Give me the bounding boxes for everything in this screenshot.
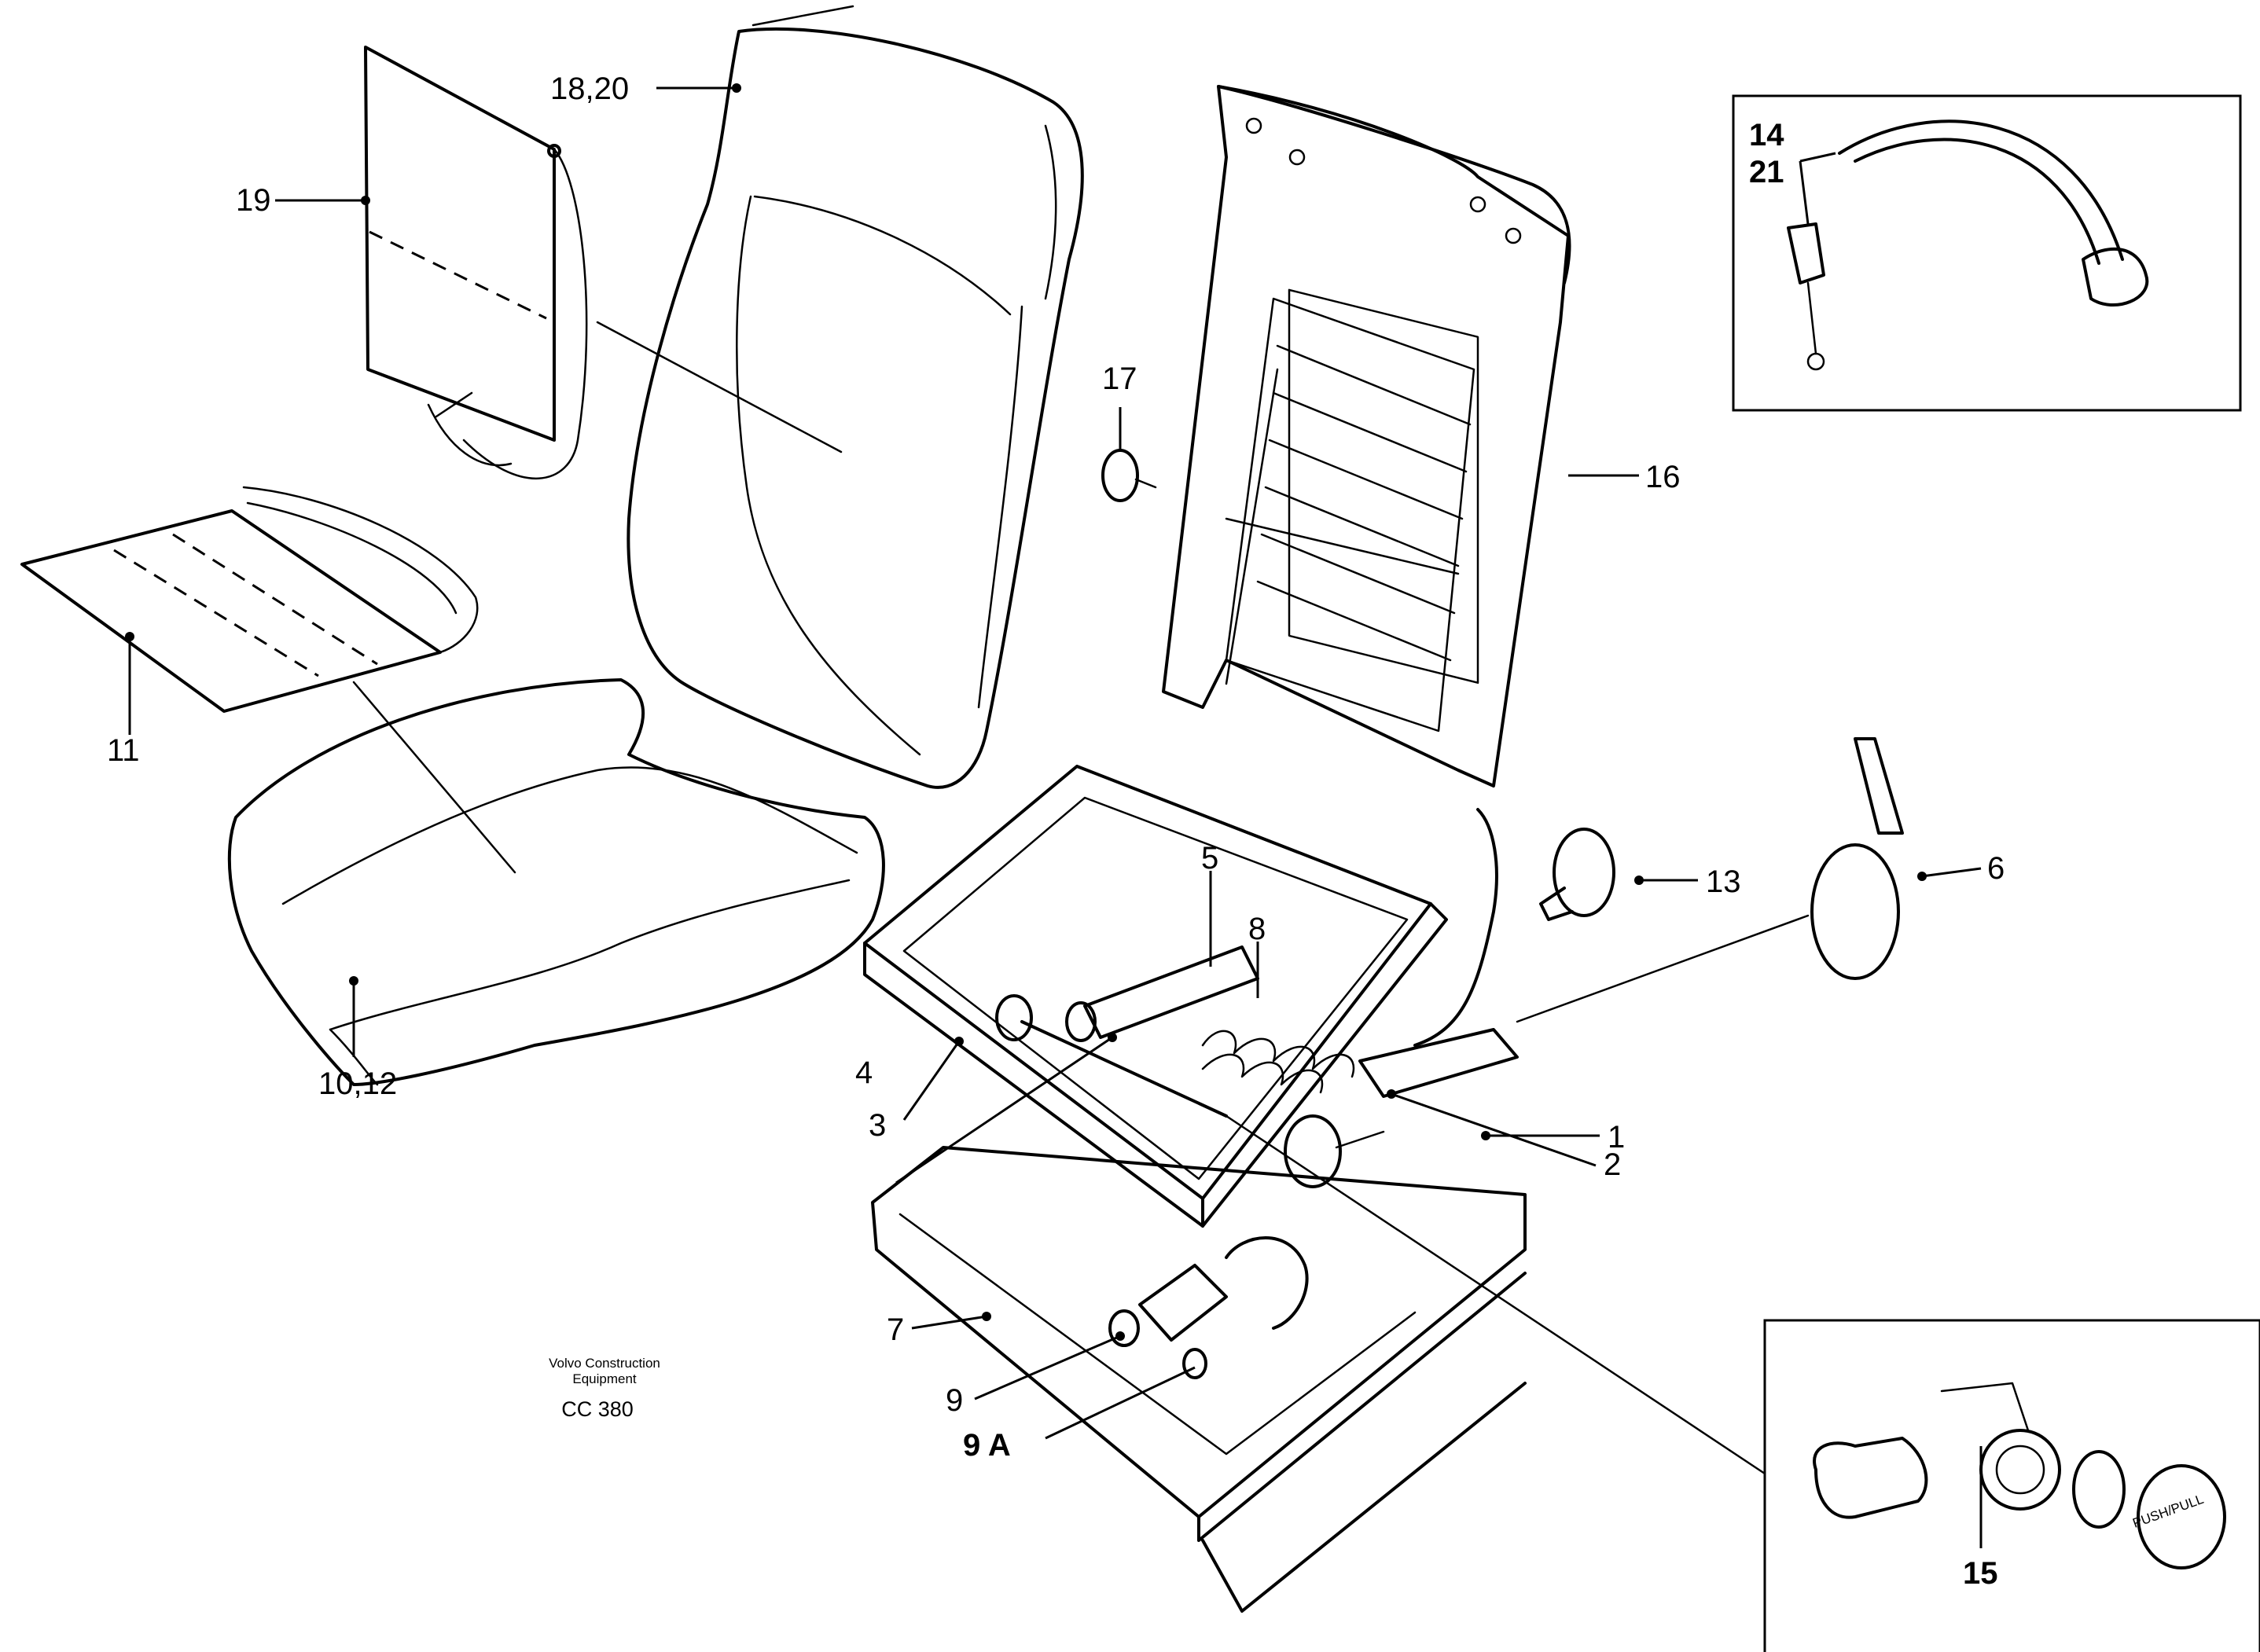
part-3-rod: [995, 994, 1228, 1118]
inset-seat-belt: [1732, 94, 2242, 412]
part-7-base: [871, 1146, 1527, 1613]
side-bracket: [1413, 808, 1498, 1047]
part-18-20-backrest-cushion: [627, 5, 1084, 789]
part-5-shock-absorber: [1065, 945, 1259, 1042]
belt-retractor: [2082, 248, 2149, 307]
part-2-handle: [1284, 1114, 1385, 1188]
part-17-knob: [1101, 449, 1157, 502]
figure-code: CC 380: [561, 1397, 634, 1421]
label-21: 21: [1749, 155, 1784, 189]
label-3: 3: [869, 1108, 886, 1143]
label-15: 15: [1963, 1556, 1998, 1591]
label-18-20: 18,20: [550, 72, 629, 106]
label-9: 9: [946, 1383, 963, 1418]
label-11: 11: [107, 733, 140, 768]
label-19: 19: [236, 183, 271, 218]
label-9a: 9 A: [963, 1428, 1011, 1463]
push-pull-knob: [2137, 1464, 2226, 1569]
part-11-seat-heating-pad: [20, 486, 479, 713]
part-9-valve: [1108, 1264, 1228, 1347]
credit-line-2: Equipment: [572, 1371, 637, 1386]
label-17: 17: [1102, 362, 1137, 396]
part-8-spring: [1201, 1030, 1355, 1094]
belt-buckle: [1787, 222, 1825, 285]
label-4: 4: [855, 1055, 873, 1090]
part-9a-fitting: [1182, 1236, 1309, 1379]
label-16: 16: [1645, 460, 1681, 494]
label-1: 1: [1608, 1120, 1625, 1155]
label-6: 6: [1987, 851, 2005, 886]
label-13: 13: [1706, 865, 1741, 899]
part-19-backrest-heating-pad: [364, 46, 588, 479]
part-4-seat-frame: [863, 765, 1448, 1228]
label-2: 2: [1604, 1147, 1621, 1182]
part-6-cable-tie: [1810, 737, 1904, 980]
label-8: 8: [1248, 912, 1266, 946]
belt-strap: [1838, 119, 2124, 261]
label-5: 5: [1201, 841, 1218, 876]
part-10-12-seat-cushion: [227, 678, 885, 1086]
inset-push-pull-valve: [1763, 1319, 2260, 1652]
part-1-lever: [1358, 1028, 1519, 1098]
part-16-backrest-frame: [1162, 85, 1571, 787]
part-13-knob: [1539, 828, 1615, 921]
label-10-12: 10,12: [318, 1066, 397, 1101]
label-7: 7: [887, 1312, 904, 1347]
leader-inset-15: [1225, 1114, 1766, 1475]
callout-leaders: [125, 83, 1983, 1548]
credit-line-1: Volvo Construction: [549, 1356, 660, 1371]
label-14: 14: [1749, 118, 1784, 152]
